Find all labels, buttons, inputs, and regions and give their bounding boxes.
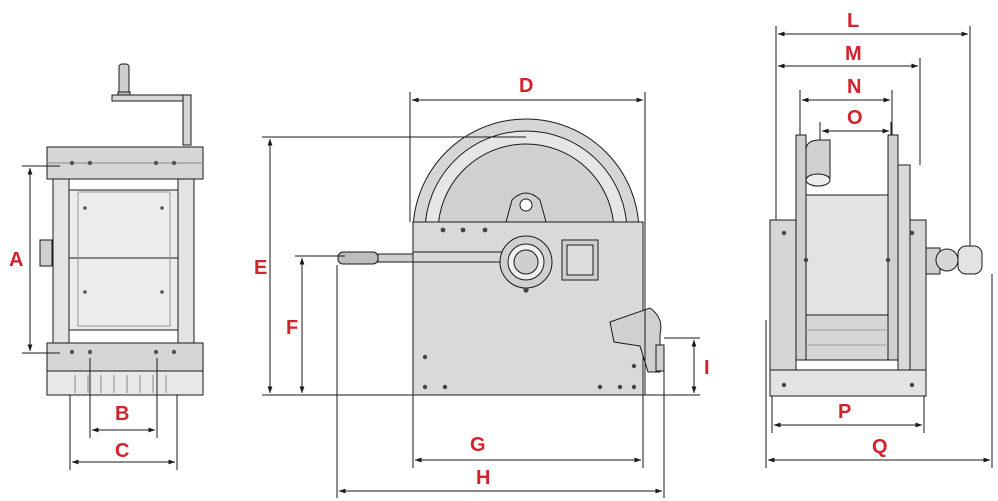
front-view (337, 118, 665, 396)
dim-label-e: E (254, 257, 267, 279)
dim-label-g: G (470, 434, 486, 456)
dimension-lines-left (22, 165, 178, 470)
drum-flange-right (887, 134, 899, 361)
dim-label-d: D (519, 75, 533, 97)
side-view-right (769, 134, 983, 397)
side-view-left (39, 63, 204, 396)
right-upright (177, 178, 195, 344)
bolts (69, 160, 177, 355)
hose-inlet-pipe (337, 251, 524, 265)
left-upright (52, 178, 70, 344)
dimension-lines-front (262, 92, 700, 498)
dimension-lines-right (765, 26, 993, 468)
dim-label-p: P (838, 401, 851, 423)
crank-handle (111, 63, 192, 146)
bottom-crossbar (46, 342, 204, 372)
drum-body (68, 189, 179, 331)
base (46, 370, 204, 396)
right-bolts (781, 230, 915, 388)
dim-label-q: Q (872, 436, 888, 458)
dim-label-n: N (847, 76, 861, 98)
brake-lever (39, 239, 53, 267)
drum-core (805, 194, 889, 316)
dimension-labels: A B C D E F G H I L M N O P Q (9, 10, 888, 489)
housing-bolts (422, 227, 637, 390)
dim-label-f: F (286, 317, 298, 339)
dim-label-i: I (704, 357, 710, 379)
dim-label-o: O (847, 107, 863, 129)
dim-label-b: B (115, 403, 129, 425)
gear-plate (897, 164, 911, 396)
drum-flange-left (795, 134, 807, 361)
right-base (769, 369, 927, 397)
dim-label-c: C (115, 440, 129, 462)
dim-label-h: H (476, 467, 490, 489)
swivel-joint (925, 245, 983, 275)
dim-label-l: L (847, 10, 859, 32)
dim-label-m: M (845, 43, 862, 65)
elbow-inlet (805, 139, 831, 187)
dim-label-a: A (9, 249, 23, 271)
